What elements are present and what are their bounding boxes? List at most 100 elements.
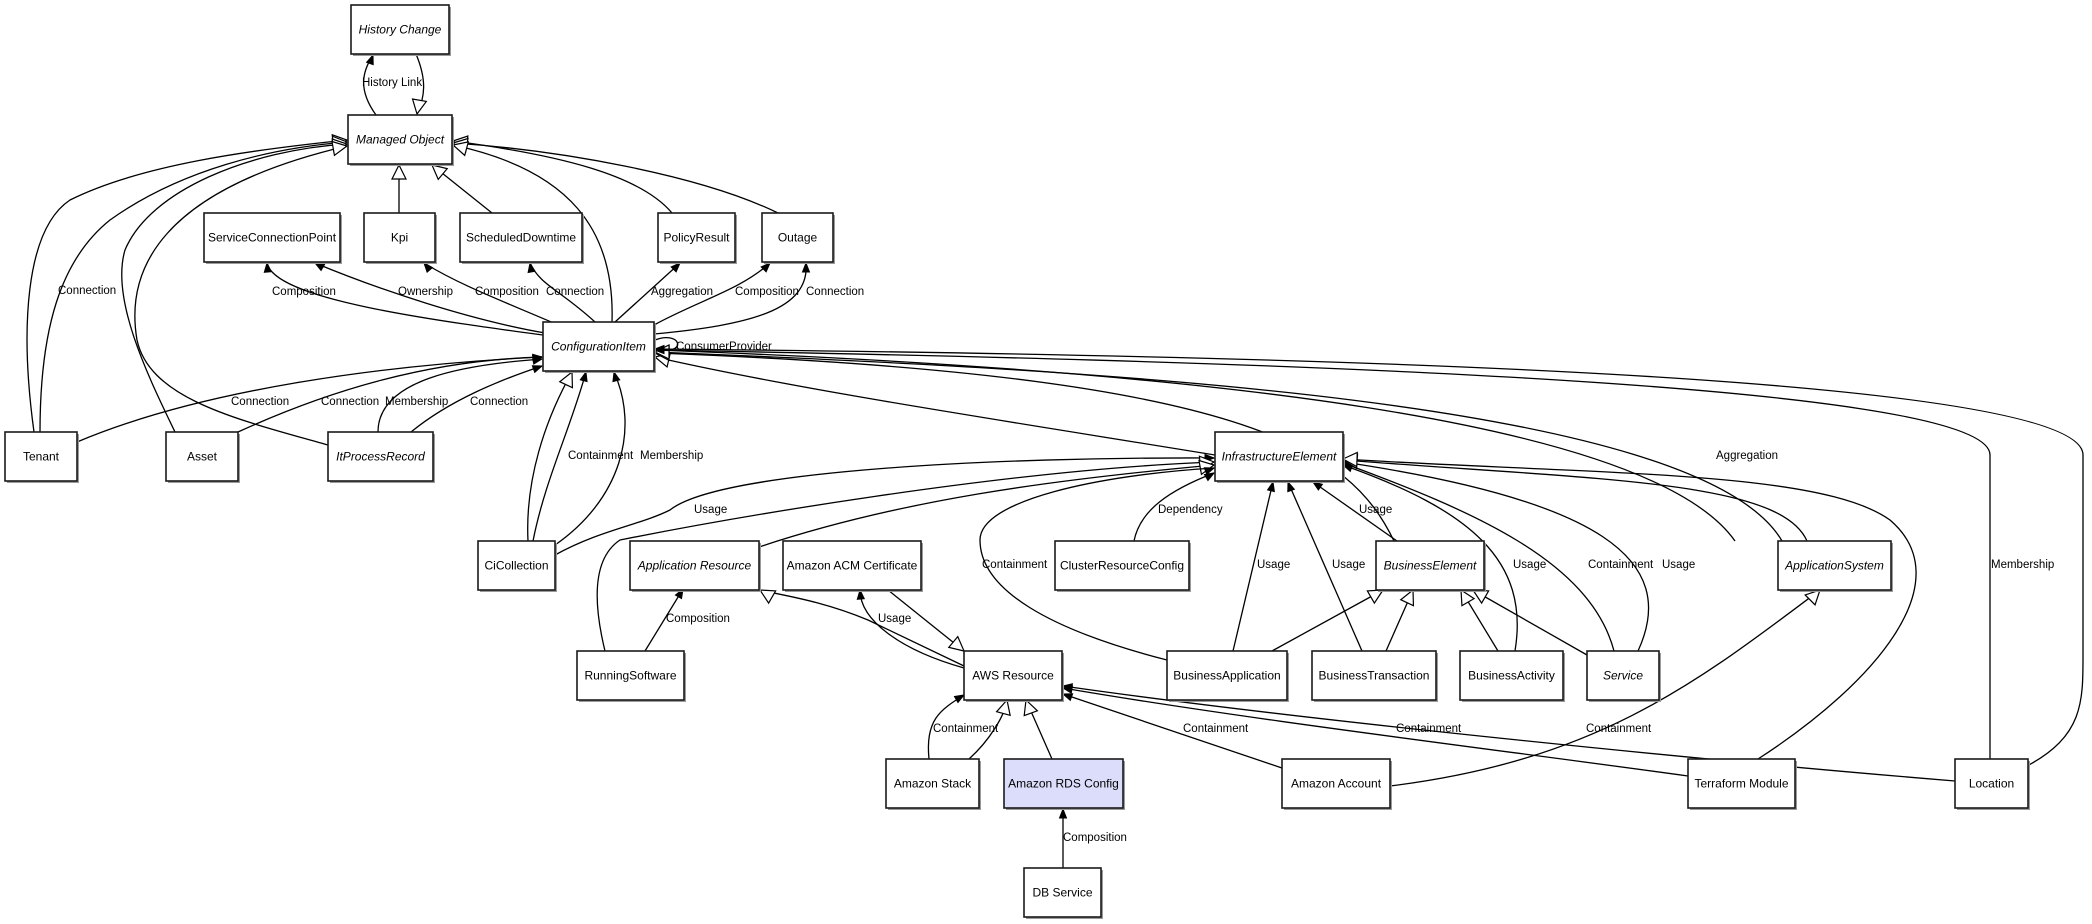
- class-node-outage[interactable]: Outage: [761, 212, 835, 264]
- edge-it-process-record-to-configuration-item: [377, 356, 544, 433]
- generalization-arrowhead-icon: [1366, 589, 1385, 605]
- node-label: DB Service: [1032, 886, 1092, 900]
- edge-line: [644, 588, 684, 652]
- class-node-cluster-resource-config[interactable]: ClusterResourceConfig: [1054, 540, 1191, 592]
- node-box[interactable]: [576, 650, 685, 701]
- node-box[interactable]: [1954, 758, 2029, 809]
- class-node-asset[interactable]: Asset: [165, 431, 240, 483]
- edge-policy-result-to-managed-object: [451, 135, 673, 214]
- node-box[interactable]: [1586, 650, 1660, 701]
- class-node-service[interactable]: Service: [1586, 650, 1661, 702]
- class-node-business-application[interactable]: BusinessApplication: [1166, 650, 1289, 702]
- node-box[interactable]: [165, 431, 239, 482]
- edge-managed-object-to-history-change: [363, 53, 377, 116]
- edge-configuration-item-to-kpi: [423, 261, 557, 325]
- class-node-application-system[interactable]: ApplicationSystem: [1777, 540, 1893, 592]
- generalization-arrowhead-icon: [758, 589, 777, 605]
- class-node-business-activity[interactable]: BusinessActivity: [1459, 650, 1565, 702]
- node-box[interactable]: [1054, 540, 1190, 591]
- class-node-application-resource[interactable]: Application Resource: [629, 540, 761, 592]
- generalization-arrowhead-icon: [995, 698, 1011, 717]
- node-box[interactable]: [363, 212, 436, 263]
- node-label: PolicyResult: [663, 231, 730, 245]
- class-node-amazon-acm-certificate[interactable]: Amazon ACM Certificate: [782, 540, 923, 592]
- node-label: Terraform Module: [1694, 777, 1788, 791]
- class-node-tenant[interactable]: Tenant: [4, 431, 79, 483]
- node-box[interactable]: [1459, 650, 1564, 701]
- node-box[interactable]: [761, 212, 834, 263]
- node-label: ItProcessRecord: [336, 450, 425, 464]
- node-label: Amazon ACM Certificate: [787, 559, 918, 573]
- association-arrowhead-icon: [579, 370, 588, 383]
- node-box[interactable]: [1375, 540, 1485, 591]
- node-label: BusinessApplication: [1173, 669, 1280, 683]
- edge-line: [554, 457, 1215, 556]
- node-box[interactable]: [1023, 867, 1102, 918]
- node-box[interactable]: [542, 321, 655, 372]
- edge-line: [1062, 693, 1283, 769]
- edge-configuration-item-to-service-connection-point: [313, 262, 546, 334]
- class-node-history-change[interactable]: History Change: [350, 4, 451, 56]
- generalization-arrowhead-icon: [391, 163, 407, 180]
- association-arrowhead-icon: [1203, 472, 1216, 482]
- node-box[interactable]: [657, 212, 736, 263]
- class-node-amazon-account[interactable]: Amazon Account: [1281, 758, 1392, 810]
- node-label: InfrastructureElement: [1222, 450, 1337, 464]
- class-node-ci-collection[interactable]: CiCollection: [477, 540, 557, 592]
- node-box[interactable]: [350, 4, 450, 55]
- edge-line: [1232, 481, 1274, 652]
- node-box[interactable]: [1281, 758, 1391, 809]
- node-box[interactable]: [477, 540, 556, 591]
- node-box[interactable]: [963, 650, 1063, 701]
- node-box[interactable]: [1166, 650, 1288, 701]
- node-label: ScheduledDowntime: [466, 231, 576, 245]
- node-box[interactable]: [203, 212, 341, 263]
- node-box[interactable]: [4, 431, 78, 482]
- edge-location-to-configuration-item: [653, 344, 2084, 767]
- edge-label: Containment: [933, 723, 999, 735]
- association-arrowhead-icon: [1287, 480, 1296, 493]
- class-node-aws-resource[interactable]: AWS Resource: [963, 650, 1064, 702]
- node-box[interactable]: [1003, 758, 1124, 809]
- edge-line: [653, 262, 771, 326]
- edge-label: Membership: [385, 396, 448, 408]
- node-box[interactable]: [629, 540, 760, 591]
- class-node-location[interactable]: Location: [1954, 758, 2030, 810]
- class-node-terraform-module[interactable]: Terraform Module: [1687, 758, 1797, 810]
- class-node-configuration-item[interactable]: ConfigurationItem: [542, 321, 656, 373]
- edge-line: [26, 139, 348, 433]
- edge-line: [887, 589, 965, 652]
- class-node-it-process-record[interactable]: ItProcessRecord: [327, 431, 435, 483]
- association-arrowhead-icon: [531, 356, 544, 365]
- node-box[interactable]: [347, 114, 453, 165]
- edge-label: Connection: [470, 396, 528, 408]
- node-box[interactable]: [1777, 540, 1892, 591]
- class-node-running-software[interactable]: RunningSoftware: [576, 650, 686, 702]
- node-box[interactable]: [1214, 431, 1344, 482]
- edge-label: History Link: [362, 77, 422, 89]
- edge-line: [527, 371, 573, 542]
- edge-line: [1133, 472, 1215, 542]
- class-node-infrastructure-element[interactable]: InfrastructureElement: [1214, 431, 1345, 483]
- class-node-service-connection-point[interactable]: ServiceConnectionPoint: [203, 212, 342, 264]
- class-node-kpi[interactable]: Kpi: [363, 212, 437, 264]
- node-box[interactable]: [1687, 758, 1796, 809]
- class-node-amazon-rds-config[interactable]: Amazon RDS Config: [1003, 758, 1125, 810]
- class-node-business-transaction[interactable]: BusinessTransaction: [1311, 650, 1438, 702]
- class-node-policy-result[interactable]: PolicyResult: [657, 212, 737, 264]
- node-box[interactable]: [459, 212, 583, 263]
- class-node-scheduled-downtime[interactable]: ScheduledDowntime: [459, 212, 584, 264]
- node-box[interactable]: [327, 431, 434, 482]
- class-node-db-service[interactable]: DB Service: [1023, 867, 1103, 919]
- node-box[interactable]: [885, 758, 980, 809]
- node-box[interactable]: [782, 540, 922, 591]
- edge-label: Composition: [475, 286, 539, 298]
- class-node-managed-object[interactable]: Managed Object: [347, 114, 454, 166]
- class-node-amazon-stack[interactable]: Amazon Stack: [885, 758, 981, 810]
- association-arrowhead-icon: [1311, 481, 1324, 491]
- node-box[interactable]: [1311, 650, 1437, 701]
- class-node-business-element[interactable]: BusinessElement: [1375, 540, 1486, 592]
- edge-line: [979, 467, 1215, 661]
- edge-label: Aggregation: [1716, 450, 1778, 462]
- generalization-arrowhead-icon: [1399, 588, 1415, 607]
